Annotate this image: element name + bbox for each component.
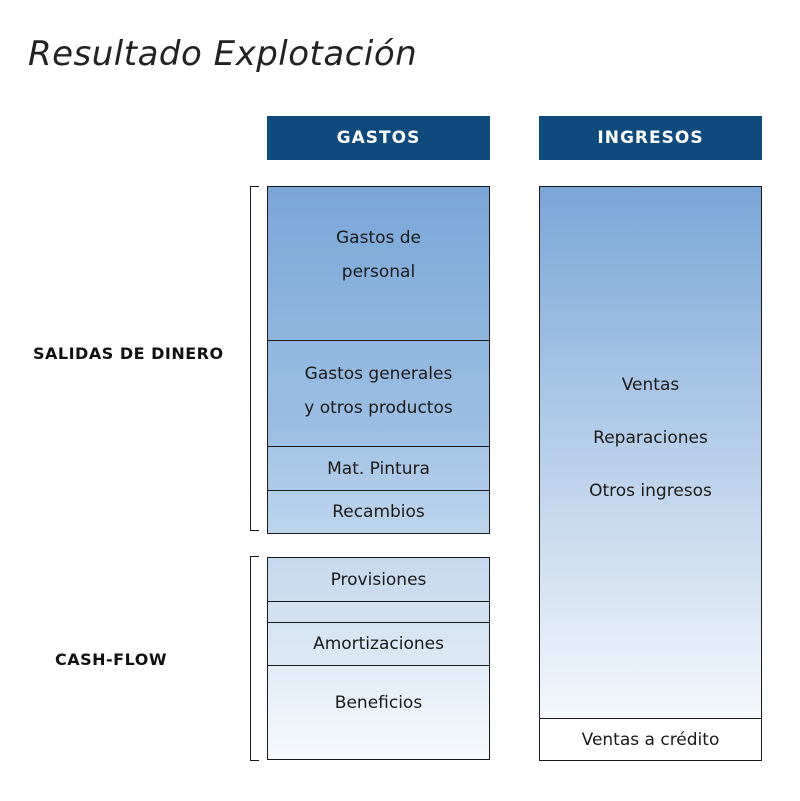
pintura-cell: Mat. Pintura	[267, 446, 490, 491]
cashflow-bracket	[250, 556, 259, 761]
beneficios-label: Beneficios	[334, 693, 423, 713]
ventas-credito-cell: Ventas a crédito	[539, 718, 762, 761]
amortizaciones-cell: Amortizaciones	[267, 622, 490, 666]
diagram-title: Resultado Explotación	[28, 34, 418, 74]
ingresos-item-ventas: Ventas	[621, 374, 680, 395]
gastos-personal-line2: personal	[341, 261, 416, 282]
salidas-label: SALIDAS DE DINERO	[33, 344, 224, 363]
salidas-bracket	[250, 186, 259, 531]
ingresos-item-reparaciones: Reparaciones	[593, 427, 708, 448]
beneficios-cell: Beneficios	[267, 665, 490, 760]
gastos-personal-line1: Gastos de	[335, 227, 422, 248]
ingresos-header: INGRESOS	[539, 116, 762, 160]
gastos-header: GASTOS	[267, 116, 490, 160]
gastos-generales-line1: Gastos generales	[304, 363, 453, 384]
gastos-personal-cell: Gastos de personal	[267, 186, 490, 341]
ingresos-item-otros: Otros ingresos	[589, 480, 712, 501]
empty-cell	[267, 601, 490, 623]
gastos-generales-line2: y otros productos	[304, 397, 453, 418]
gastos-generales-cell: Gastos generales y otros productos	[267, 340, 490, 447]
cashflow-label: CASH-FLOW	[55, 650, 167, 669]
ingresos-main-cell: Ventas Reparaciones Otros ingresos	[539, 186, 762, 719]
recambios-cell: Recambios	[267, 490, 490, 534]
provisiones-cell: Provisiones	[267, 557, 490, 602]
